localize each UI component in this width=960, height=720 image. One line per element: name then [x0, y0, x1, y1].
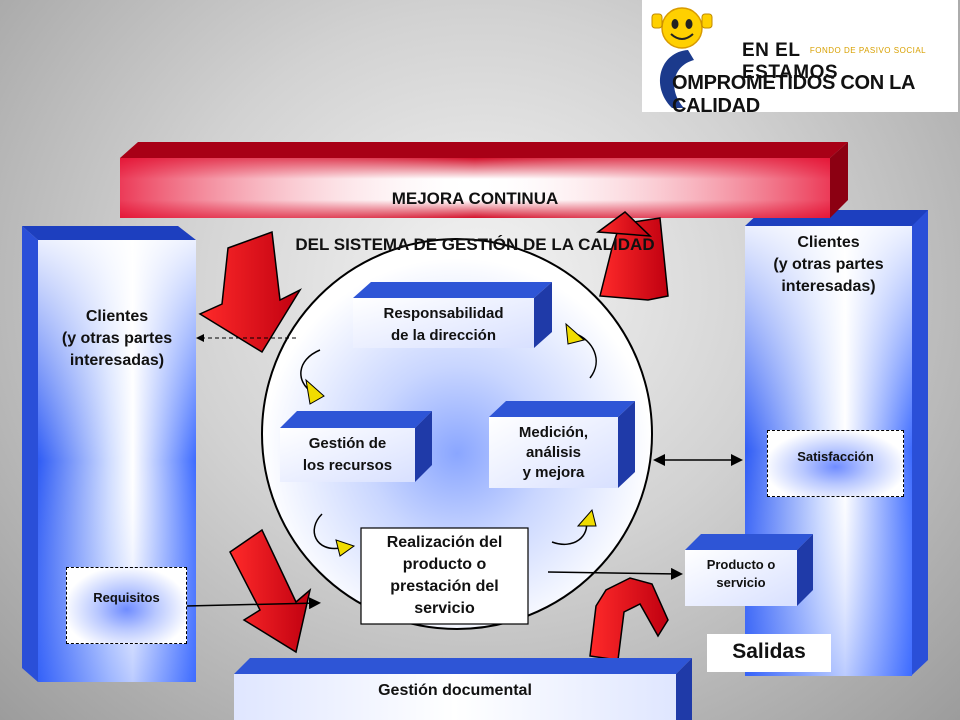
outputs-box: Salidas	[707, 634, 831, 672]
documents-bar-3d	[234, 658, 692, 720]
management-label: Responsabilidad de la dirección	[383, 305, 504, 344]
red-arrow-top-right	[595, 211, 669, 301]
management-box-3d	[353, 282, 552, 348]
right-clients-label: Clientes (y otras partes interesadas)	[773, 234, 884, 295]
quality-logo: EN EL FONDO DE PASIVO SOCIAL ESTAMOS OMP…	[642, 0, 958, 117]
realization-box	[360, 527, 529, 625]
banner-title: MEJORA CONTINUA DEL SISTEMA DE GESTIÓN D…	[120, 164, 830, 279]
red-arrow-bottom-right	[589, 577, 669, 661]
curl-arrow-measurement-to-management	[565, 322, 597, 379]
resources-box-3d	[280, 411, 432, 482]
requirements-label: Requisitos	[93, 590, 160, 605]
documents-label: Gestión documental	[378, 682, 532, 699]
logo-line1-right: ESTAMOS	[742, 62, 839, 83]
logo-line2: OMPROMETIDOS CON LA CALIDAD	[672, 72, 915, 117]
measurement-label: Medición, análisis y mejora	[518, 424, 589, 481]
curl-arrow-realization-to-measurement	[551, 508, 597, 545]
logo-line1-small: FONDO DE PASIVO SOCIAL	[809, 46, 927, 56]
curl-arrow-resources-to-realization	[313, 513, 356, 557]
satisfaction-label: Satisfacción	[797, 449, 874, 464]
product-label: Producto o servicio	[706, 557, 776, 590]
requirements-box: Requisitos	[66, 567, 187, 644]
improvement-banner	[120, 142, 848, 218]
smiley-mascot-icon	[651, 7, 713, 108]
outputs-label: Salidas	[732, 640, 806, 663]
banner-line2: DEL SISTEMA DE GESTIÓN DE LA CALIDAD	[295, 235, 655, 254]
curl-arrow-management-to-resources	[300, 349, 325, 405]
logo-line1-left: EN EL	[742, 40, 801, 61]
realization-label: Realización del producto o prestación de…	[386, 534, 503, 617]
red-arrow-top-left	[198, 230, 303, 354]
product-output-arrow	[547, 567, 683, 580]
measurement-box-3d	[489, 401, 635, 488]
red-arrow-bottom-left	[229, 528, 312, 654]
banner-line1: MEJORA CONTINUA	[391, 189, 559, 208]
product-box-3d	[685, 534, 813, 606]
requirements-input-arrow	[185, 597, 321, 610]
left-clients-label: Clientes (y otras partes interesadas)	[61, 308, 173, 369]
satisfaction-box: Satisfacción	[767, 430, 904, 497]
resources-label: Gestión de los recursos	[302, 435, 393, 474]
